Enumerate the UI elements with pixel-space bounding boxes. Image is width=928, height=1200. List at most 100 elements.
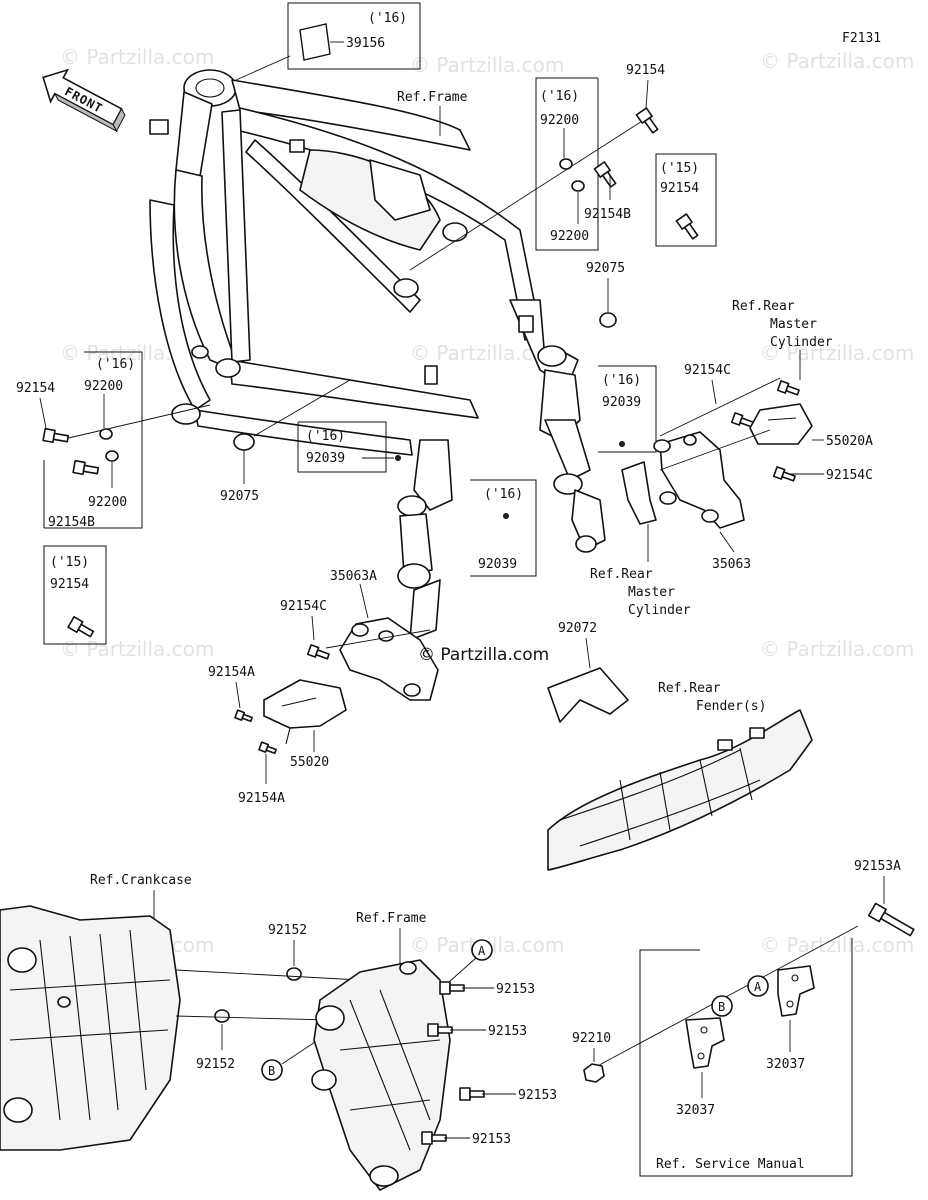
ref-rear-master-cylinder-top: Cylinder (770, 335, 833, 350)
ref-rear-master-cylinder-top: Ref.Rear (732, 299, 795, 314)
bolt-icon (593, 161, 617, 188)
box-92039-center: ('16) 92039 (297, 421, 401, 473)
ref-rear-master-cylinder-bottom: Master (628, 585, 675, 600)
part-label-92154C: 92154C (826, 468, 873, 483)
watermark: © Partzilla.com (410, 53, 564, 77)
bolt-icon (730, 412, 754, 428)
bolt-icon (635, 107, 659, 134)
ref-rear-fenders: Ref.Rear (658, 681, 721, 696)
year-tag: ('16) (602, 373, 641, 388)
part-label-92153A: 92153A (854, 859, 901, 874)
watermark: © Partzilla.com (60, 45, 214, 69)
part-label-92154A: 92154A (238, 791, 285, 806)
circle-letter-a: A (478, 944, 486, 958)
long-bolt-icon (867, 902, 915, 937)
bolt-icon (72, 459, 100, 476)
ref-service-manual: Ref. Service Manual (656, 1157, 805, 1172)
part-label-92039: 92039 (306, 451, 345, 466)
circle-letter-b: B (268, 1064, 275, 1078)
year-tag: ('16) (306, 429, 345, 444)
bolt-icon (258, 741, 277, 755)
box-92039-right: ('16) 92039 (470, 479, 537, 577)
crankcase (0, 905, 181, 1151)
bolt-icon (772, 466, 796, 482)
watermark: © Partzilla.com (760, 637, 914, 661)
part-label-92153: 92153 (472, 1132, 511, 1147)
nut-icon (583, 1063, 605, 1083)
part-label-92154: 92154 (626, 63, 665, 78)
part-label-32037: 32037 (766, 1057, 805, 1072)
figure-code: F2131 (842, 31, 881, 46)
part-label-92039: 92039 (478, 557, 517, 572)
box-service-manual: B A 32037 32037 Ref. Service Manual (589, 925, 859, 1177)
center-watermark: © Partzilla.com (418, 645, 549, 665)
ref-frame-bottom: Ref.Frame (356, 911, 427, 926)
box-92154-15-upper: ('15) 92154 (655, 153, 717, 247)
bolt-icon (439, 981, 465, 995)
bolt-icon (234, 709, 253, 723)
part-label-92154: 92154 (660, 181, 699, 196)
watermark: © Partzilla.com (760, 49, 914, 73)
circle-letter-a: A (754, 980, 762, 994)
part-label-92154A: 92154A (208, 665, 255, 680)
circle-letter-b: B (718, 1000, 725, 1014)
year-tag: ('16) (96, 357, 135, 372)
watermark: © Partzilla.com (760, 933, 914, 957)
part-label-92154B: 92154B (48, 515, 95, 530)
bracket-35063 (621, 431, 745, 529)
box-39156: ('16) 39156 (235, 2, 421, 81)
part-label-92210: 92210 (572, 1031, 611, 1046)
bolt-icon (459, 1087, 485, 1101)
part-label-92154: 92154 (50, 577, 89, 592)
part-label-92072: 92072 (558, 621, 597, 636)
front-arrow: FRONT (42, 68, 126, 133)
box-92154-15-left: ('15) 92154 (43, 545, 107, 645)
year-tag: ('16) (368, 11, 407, 26)
bolt-icon (675, 213, 699, 240)
part-label-92152: 92152 (196, 1057, 235, 1072)
part-label-92153: 92153 (518, 1088, 557, 1103)
part-label-92152: 92152 (268, 923, 307, 938)
ref-rear-master-cylinder-bottom: Cylinder (628, 603, 691, 618)
ref-rear-fenders: Fender(s) (696, 699, 766, 714)
year-tag: ('16) (540, 89, 579, 104)
rear-fender (547, 667, 813, 871)
part-label-92200: 92200 (88, 495, 127, 510)
main-frame (149, 69, 581, 456)
watermark: © Partzilla.com (760, 341, 914, 365)
year-tag: ('15) (660, 161, 699, 176)
part-label-92154C: 92154C (280, 599, 327, 614)
part-label-92200: 92200 (550, 229, 589, 244)
part-label-92153: 92153 (488, 1024, 527, 1039)
box-92200-left: ('16) 92200 92200 92154B (43, 351, 143, 530)
year-tag: ('16) (484, 487, 523, 502)
bolt-icon (776, 380, 800, 396)
year-tag: ('15) (50, 555, 89, 570)
part-label-92154: 92154 (16, 381, 55, 396)
part-label-92154B: 92154B (584, 207, 631, 222)
ref-rear-master-cylinder-bottom: Ref.Rear (590, 567, 653, 582)
part-label-55020: 55020 (290, 755, 329, 770)
part-label-39156: 39156 (346, 36, 385, 51)
part-label-92200: 92200 (84, 379, 123, 394)
ref-crankcase: Ref.Crankcase (90, 873, 192, 888)
part-label-92039: 92039 (602, 395, 641, 410)
box-92039-rear: ('16) 92039 (598, 365, 657, 453)
bolt-icon (306, 644, 330, 660)
left-hanger (397, 439, 453, 641)
bolt-icon (42, 427, 70, 444)
part-label-35063: 35063 (712, 557, 751, 572)
part-label-92153: 92153 (496, 982, 535, 997)
ref-rear-master-cylinder-top: Master (770, 317, 817, 332)
right-hanger (544, 419, 606, 553)
part-label-92075: 92075 (586, 261, 625, 276)
part-label-35063A: 35063A (330, 569, 377, 584)
part-label-92154C: 92154C (684, 363, 731, 378)
ref-frame-top: Ref.Frame (397, 90, 468, 105)
bolt-icon (67, 616, 95, 638)
engine-mount-bracket (311, 959, 451, 1191)
box-92200-upper: ('16) 92200 92200 (535, 77, 599, 251)
part-label-32037: 32037 (676, 1103, 715, 1118)
part-label-92200: 92200 (540, 113, 579, 128)
